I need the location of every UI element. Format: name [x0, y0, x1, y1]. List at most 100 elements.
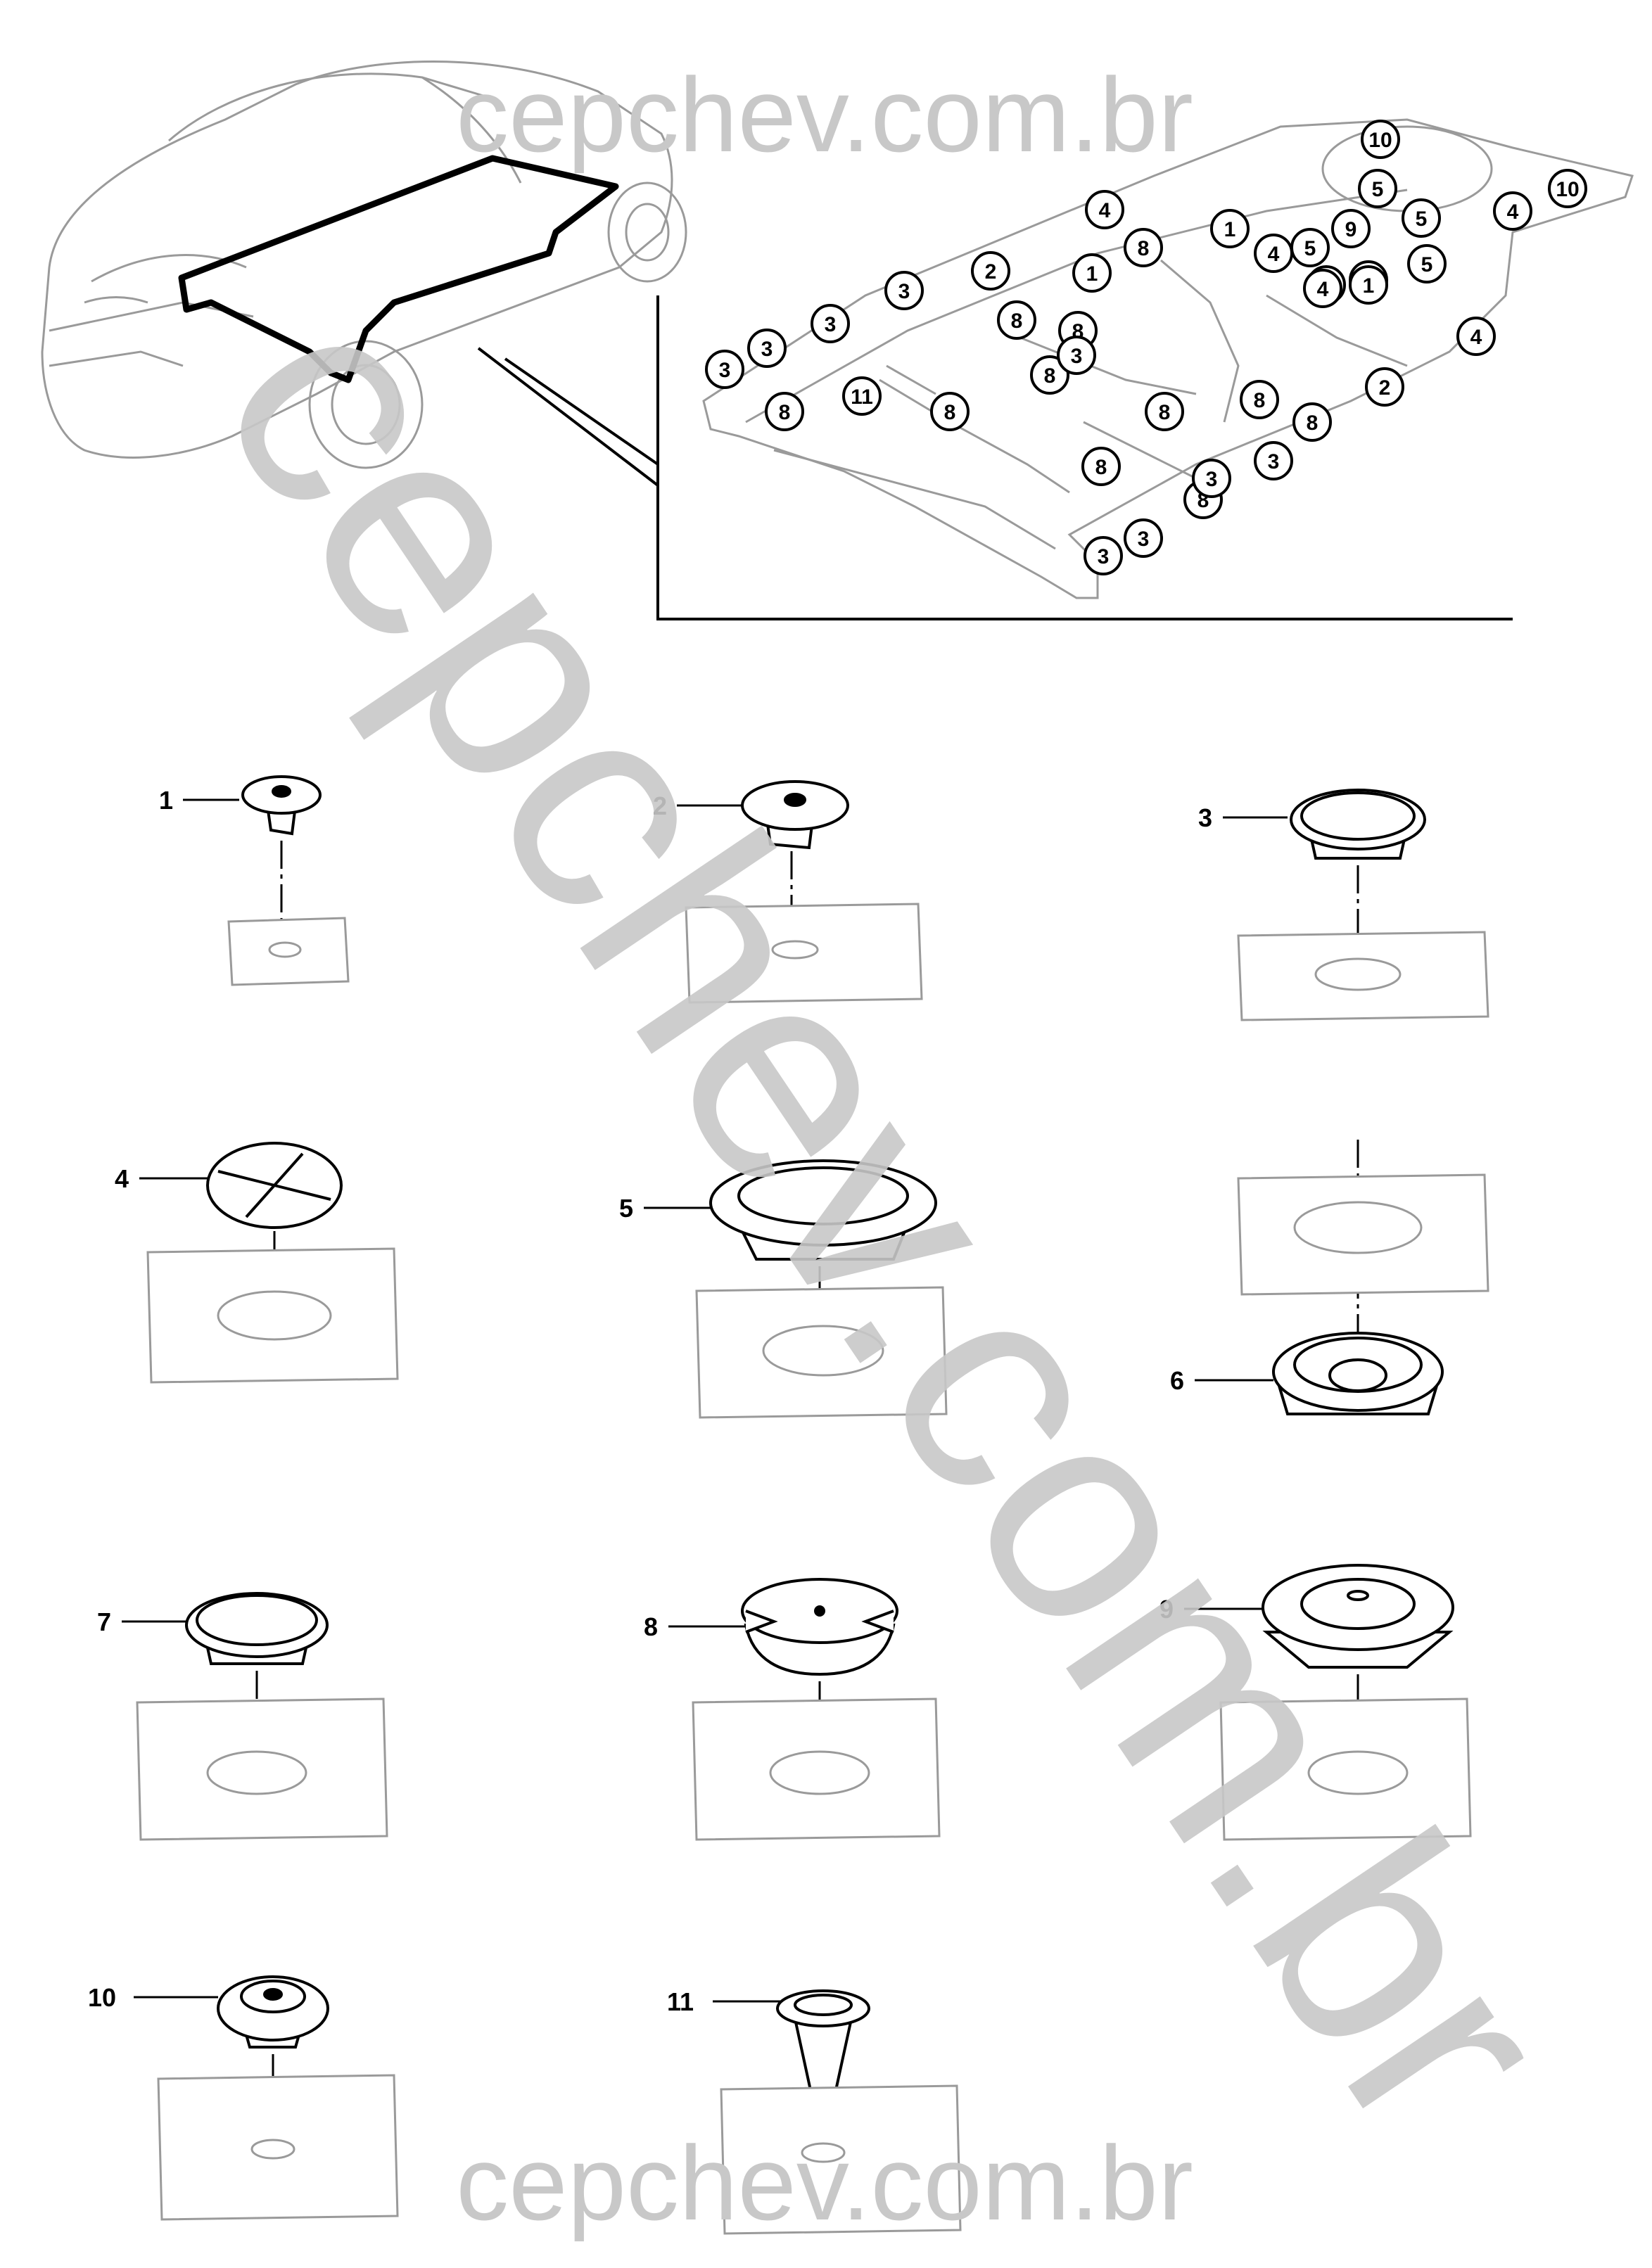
svg-text:4: 4	[1268, 243, 1280, 266]
floor-callout-3: 3	[1057, 336, 1096, 375]
svg-text:4: 4	[1507, 200, 1519, 224]
floor-callout-8: 8	[930, 392, 970, 431]
floor-callout-4: 4	[1456, 317, 1496, 356]
svg-text:1: 1	[1224, 218, 1236, 241]
svg-text:9: 9	[1345, 218, 1357, 241]
part-number-8: 8	[644, 1612, 658, 1641]
floor-callout-2: 2	[1365, 367, 1404, 407]
floor-callout-3: 3	[1254, 441, 1293, 480]
floor-callout-10: 10	[1548, 169, 1587, 208]
svg-text:4: 4	[1470, 326, 1482, 349]
part-number-1: 1	[159, 786, 173, 815]
svg-text:3: 3	[761, 338, 773, 361]
part-11: 11	[667, 1987, 962, 2235]
floor-callout-5: 5	[1290, 228, 1330, 267]
floor-callout-5: 5	[1402, 198, 1441, 238]
svg-text:8: 8	[1159, 401, 1171, 424]
floor-callout-3: 3	[1084, 536, 1123, 575]
floor-callouts: 1055954185414104218338818333811888882383…	[705, 120, 1587, 575]
svg-text:8: 8	[1044, 364, 1056, 388]
svg-text:3: 3	[1098, 545, 1110, 568]
part-10: 10	[88, 1975, 399, 2221]
part-7: 7	[97, 1592, 388, 1841]
floor-callout-4: 4	[1493, 191, 1532, 231]
grommet-11-sketch	[776, 1989, 870, 2101]
floor-pan-sketch	[702, 118, 1634, 599]
floor-callout-9: 9	[1331, 209, 1371, 248]
floor-callout-8: 8	[1145, 392, 1184, 431]
svg-text:3: 3	[898, 280, 910, 303]
floor-callout-8: 8	[1240, 380, 1279, 419]
svg-text:5: 5	[1372, 178, 1384, 201]
floor-callout-5: 5	[1358, 169, 1397, 208]
part-6: 6	[1170, 1140, 1489, 1415]
floor-callout-8: 8	[765, 392, 804, 431]
floor-callout-4: 4	[1085, 190, 1124, 229]
svg-text:8: 8	[1307, 412, 1319, 435]
part-number-6: 6	[1170, 1366, 1184, 1395]
floor-callout-3: 3	[884, 271, 924, 310]
part-3: 3	[1198, 789, 1489, 1021]
detail-leader	[477, 295, 1513, 620]
svg-text:8: 8	[1254, 389, 1266, 412]
watermark-bottom: cepchev.com.br	[456, 2124, 1193, 2242]
floor-callout-8: 8	[1081, 447, 1121, 486]
grommet-2-sketch	[741, 780, 849, 850]
floor-callout-4: 4	[1254, 234, 1293, 273]
panel-9-sketch	[1219, 1697, 1472, 1841]
floor-callout-11: 11	[842, 376, 882, 416]
panel-11-sketch	[720, 2084, 962, 2235]
grommet-9-sketch	[1262, 1564, 1454, 1669]
part-8: 8	[644, 1578, 941, 1841]
svg-text:8: 8	[1011, 310, 1023, 333]
panel-1-sketch	[227, 917, 350, 986]
part-number-2: 2	[653, 791, 667, 820]
svg-text:4: 4	[1317, 278, 1329, 301]
floor-callout-1: 1	[1349, 265, 1388, 305]
svg-text:8: 8	[779, 401, 791, 424]
svg-text:2: 2	[985, 260, 997, 284]
part-number-10: 10	[88, 1983, 116, 2012]
panel-6-sketch	[1237, 1173, 1489, 1296]
floor-callout-2: 2	[971, 251, 1010, 291]
part-number-3: 3	[1198, 803, 1212, 832]
svg-text:3: 3	[719, 359, 731, 382]
part-number-5: 5	[619, 1194, 633, 1223]
floor-callout-3: 3	[1192, 459, 1231, 498]
svg-text:3: 3	[825, 313, 837, 336]
part-4: 4	[115, 1142, 399, 1384]
svg-text:4: 4	[1099, 199, 1111, 222]
grommet-8-sketch	[741, 1578, 898, 1676]
grommet-3-sketch	[1290, 789, 1426, 860]
part-1: 1	[159, 775, 350, 986]
svg-text:2: 2	[1379, 376, 1391, 400]
floor-callout-4: 4	[1303, 269, 1342, 308]
part-number-11: 11	[667, 1987, 694, 2016]
part-number-7: 7	[97, 1607, 111, 1636]
floor-callout-3: 3	[705, 350, 744, 389]
svg-text:8: 8	[1138, 237, 1150, 260]
floor-outline	[178, 155, 619, 383]
svg-text:5: 5	[1416, 208, 1428, 231]
panel-3-sketch	[1237, 931, 1489, 1021]
panel-2-sketch	[685, 903, 923, 1004]
grommet-10-sketch	[217, 1975, 329, 2049]
floor-callout-8: 8	[997, 300, 1036, 340]
svg-text:8: 8	[1095, 456, 1107, 479]
svg-text:1: 1	[1363, 274, 1375, 298]
floor-callout-5: 5	[1407, 244, 1447, 284]
grommet-1-sketch	[241, 775, 322, 836]
svg-text:10: 10	[1556, 178, 1579, 201]
grommet-4-sketch	[206, 1142, 343, 1229]
floor-callout-10: 10	[1361, 120, 1400, 159]
svg-text:8: 8	[944, 401, 956, 424]
panel-5-sketch	[695, 1286, 948, 1419]
grommet-6-sketch	[1272, 1332, 1444, 1415]
panel-10-sketch	[157, 2074, 399, 2221]
svg-text:3: 3	[1071, 345, 1083, 368]
floor-callout-8: 8	[1124, 228, 1163, 267]
svg-text:5: 5	[1304, 237, 1316, 260]
part-number-4: 4	[115, 1164, 129, 1193]
svg-text:11: 11	[851, 386, 873, 409]
